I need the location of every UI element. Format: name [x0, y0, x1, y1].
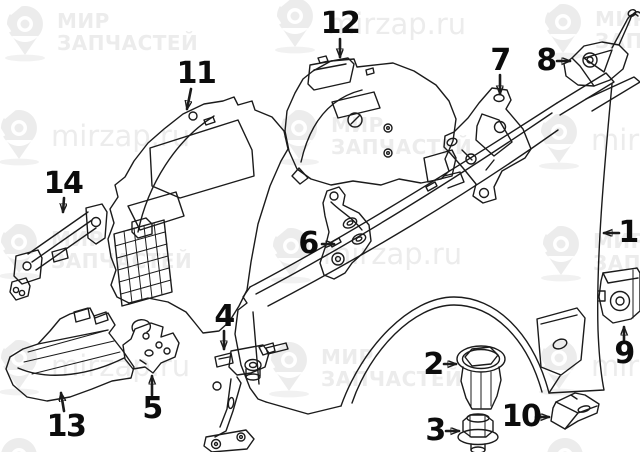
callout-number-5[interactable]: 5	[142, 391, 163, 426]
callout-number-8[interactable]: 8	[536, 43, 557, 78]
part-12-arch-liner-rear-drawing	[284, 55, 465, 189]
callout-number-13[interactable]: 13	[46, 409, 87, 444]
part-9-rear-bracket-drawing	[598, 267, 640, 324]
callout-arrow-14	[63, 196, 64, 214]
callout-arrows	[61, 37, 624, 431]
callout-number-6[interactable]: 6	[298, 226, 319, 261]
callout-number-2[interactable]: 2	[423, 347, 444, 382]
part-14-mounting-rail-drawing	[9, 203, 108, 301]
callout-number-9[interactable]: 9	[614, 336, 635, 371]
callout-number-3[interactable]: 3	[425, 413, 446, 448]
part-5-bracket-drawing	[122, 319, 180, 374]
callout-number-7[interactable]: 7	[490, 43, 511, 78]
part-11-arch-liner-front-drawing	[107, 96, 289, 334]
part-6-fender-bracket-drawing	[319, 186, 372, 280]
callout-number-12[interactable]: 12	[320, 6, 361, 41]
part-13-lower-cover-drawing	[5, 307, 135, 402]
part-8-upper-bracket-drawing	[563, 9, 640, 87]
callout-number-10[interactable]: 10	[501, 399, 542, 434]
part-7-support-bracket-drawing	[443, 87, 532, 204]
callout-arrow-13	[61, 391, 64, 413]
part-2-expanding-nut-drawing	[456, 345, 506, 410]
callout-number-1[interactable]: 1	[618, 215, 639, 250]
part-3-screw-drawing	[457, 413, 499, 452]
callout-number-14[interactable]: 14	[43, 166, 84, 201]
callout-arrow-11	[187, 87, 193, 111]
callout-number-4[interactable]: 4	[214, 299, 235, 334]
part-10-clamp-plate-drawing	[550, 392, 600, 430]
callout-number-11[interactable]: 11	[176, 56, 217, 91]
